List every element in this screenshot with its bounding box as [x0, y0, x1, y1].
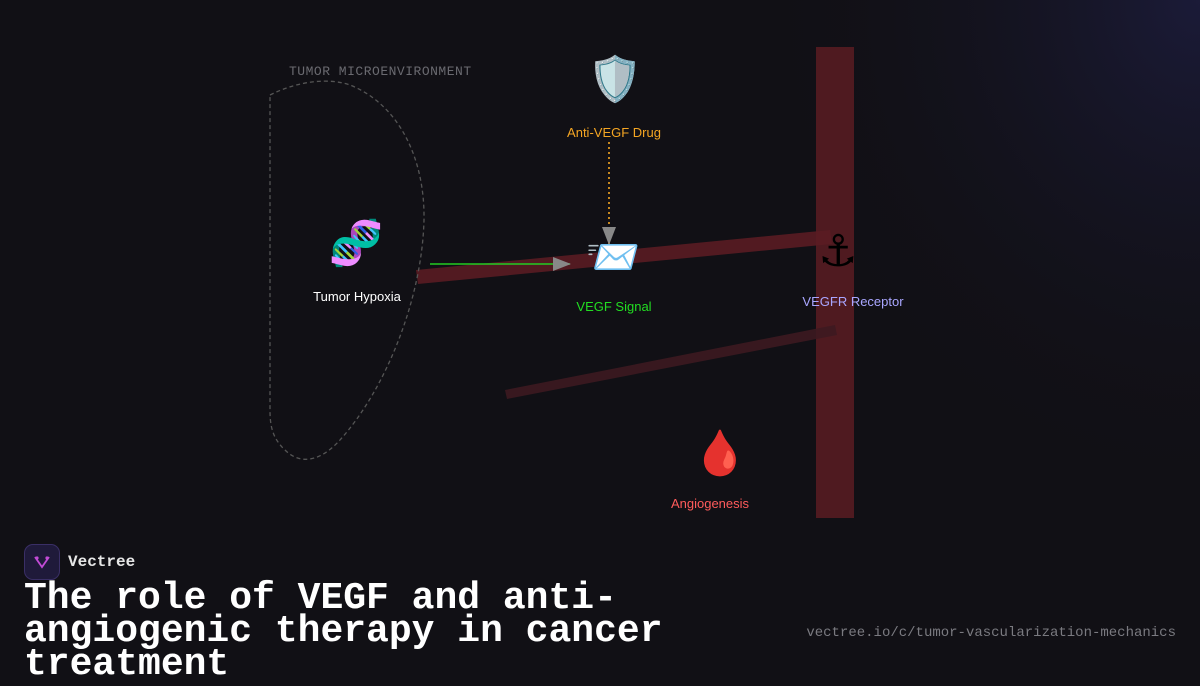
node-tumor-hypoxia: Tumor Hypoxia [313, 289, 401, 304]
brand-name: Vectree [68, 553, 136, 571]
anchor-icon: ⚓ [818, 226, 858, 277]
vessel-upper [416, 230, 832, 284]
blood-drop-icon: 🩸 [692, 428, 748, 479]
envelope-icon: 📨 [585, 232, 641, 283]
source-url[interactable]: vectree.io/c/tumor-vascularization-mecha… [806, 625, 1176, 641]
tumor-microenvironment-label: TUMOR MICROENVIRONMENT [289, 64, 472, 79]
vessel-lower [505, 325, 837, 399]
node-anti-vegf-drug: Anti-VEGF Drug [567, 125, 661, 140]
shield-icon: 🛡️ [587, 54, 643, 105]
node-angiogenesis: Angiogenesis [670, 496, 750, 511]
page-title: The role of VEGF and anti-angiogenic the… [24, 577, 663, 686]
node-vegf-signal: VEGF Signal [576, 299, 652, 314]
tumor-region-outline [269, 80, 425, 460]
vessel-vertical [816, 47, 854, 518]
brand: Vectree [24, 544, 135, 580]
vectree-logo-icon [24, 544, 60, 580]
node-vegfr-receptor: VEGFR Receptor [802, 294, 904, 309]
dna-icon: 🧬 [328, 218, 384, 269]
background-glow [600, 0, 1200, 675]
